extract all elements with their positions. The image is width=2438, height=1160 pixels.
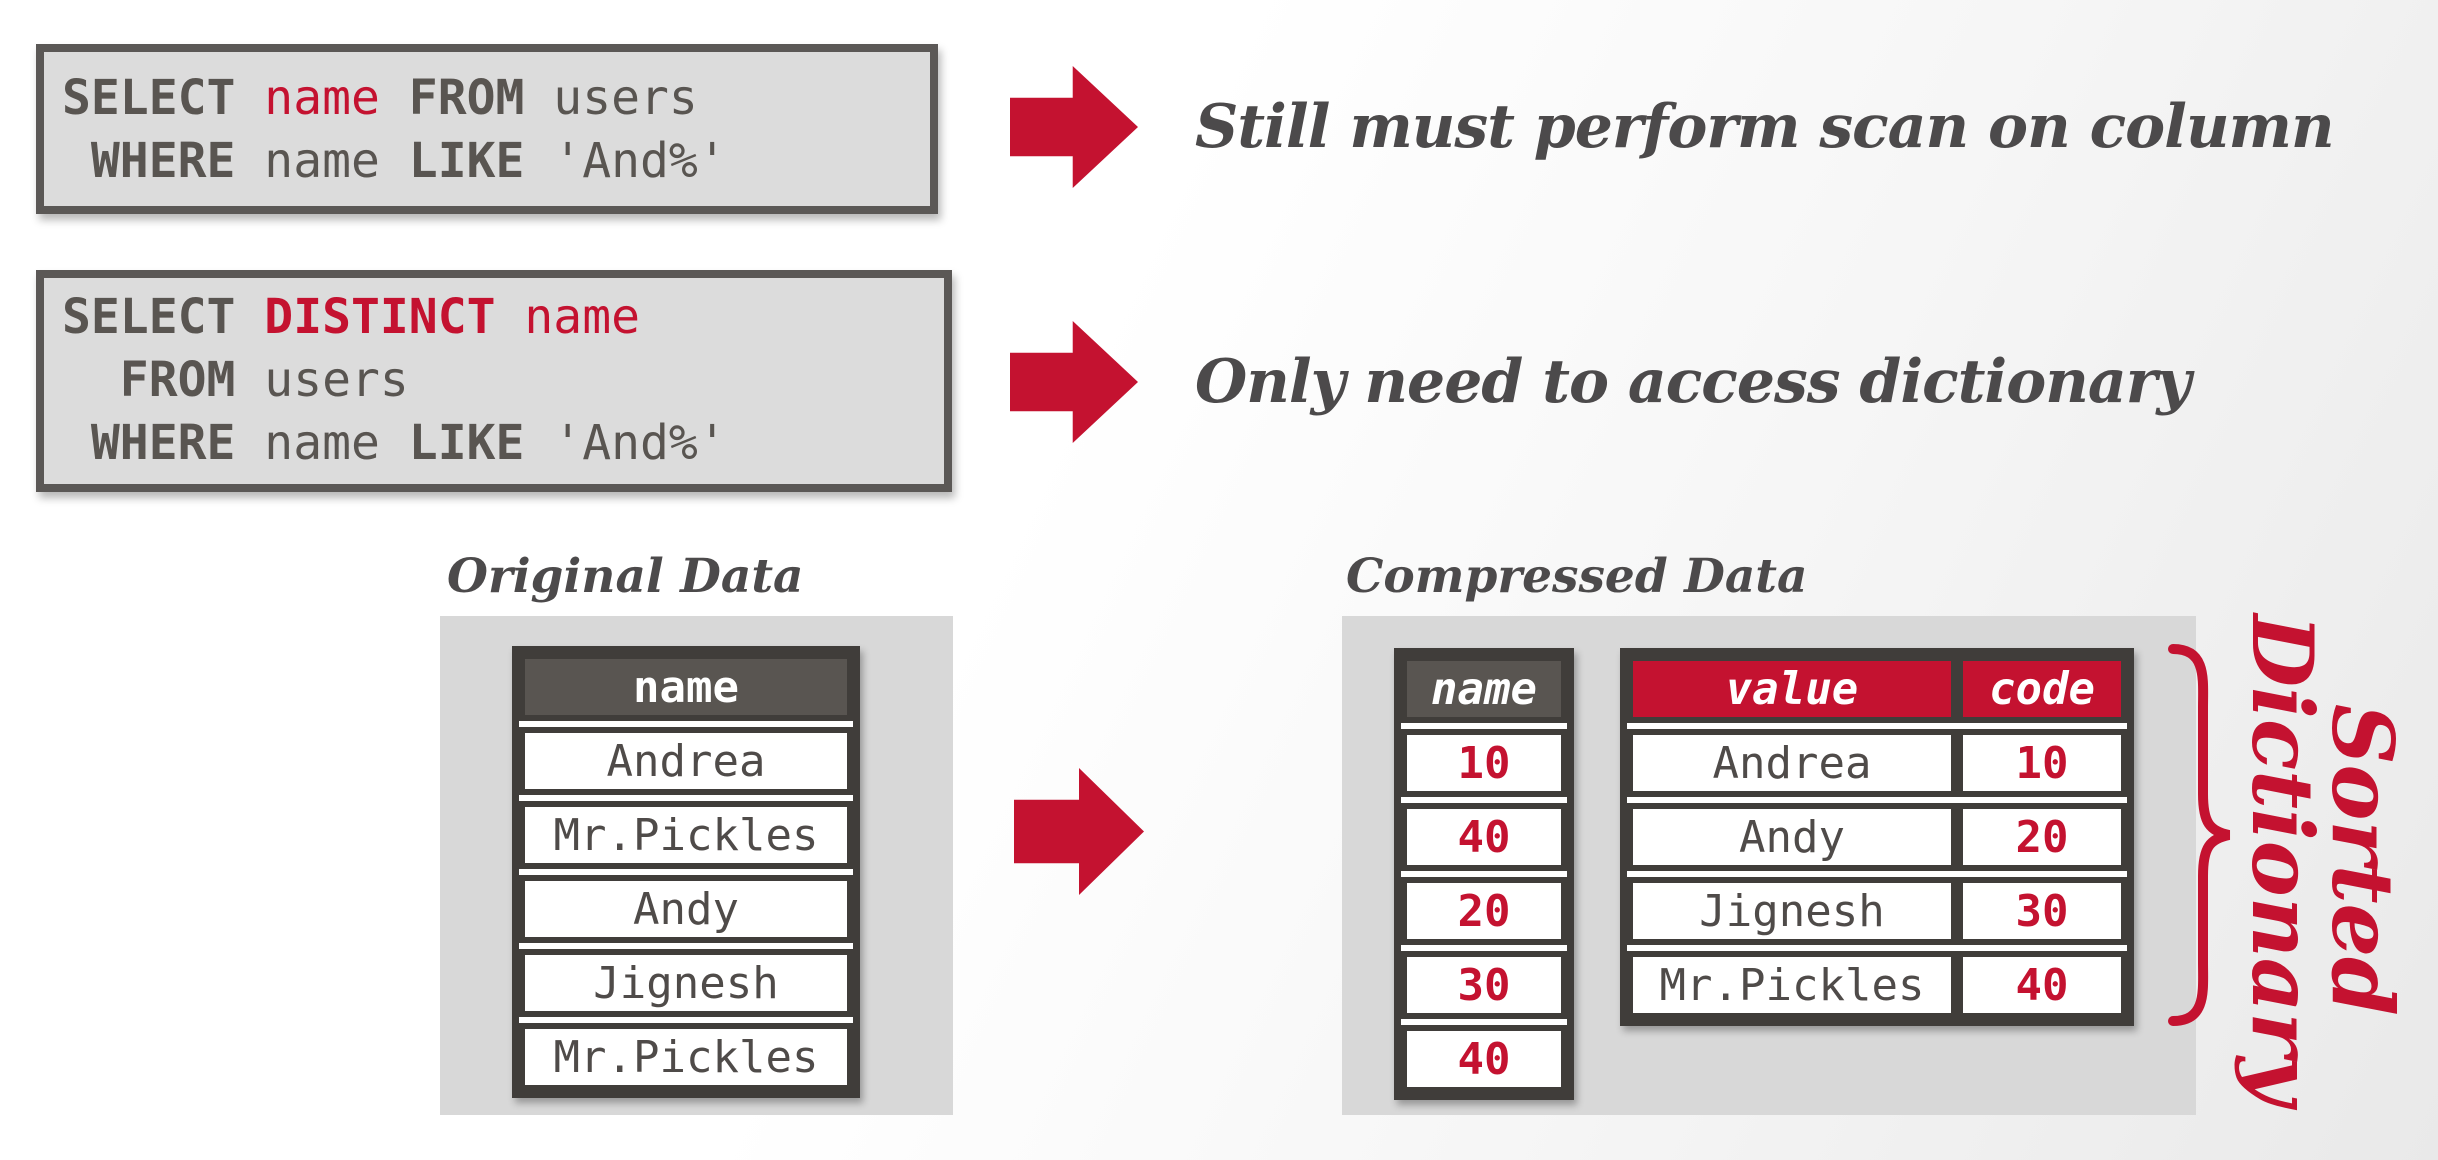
sorted-dictionary-label-line: Dictionary — [2233, 614, 2332, 1106]
code-line: FROM users — [119, 352, 409, 408]
dictionary-note-text: Only need to access dictionary — [1195, 347, 2191, 417]
table-cell: Andy — [519, 875, 853, 943]
table-cell: 40 — [1401, 803, 1567, 871]
table-cell: Andy — [1627, 803, 1957, 871]
table-cell: Jignesh — [1627, 877, 1957, 945]
dictionary-value-header: value — [1627, 655, 1957, 723]
code-line: SELECT DISTINCT name — [62, 289, 640, 345]
table-cell: 20 — [1401, 877, 1567, 945]
dictionary-code-header: code — [1957, 655, 2127, 723]
table-cell: 20 — [1957, 803, 2127, 871]
transform-arrow-icon — [1014, 768, 1144, 895]
table-cell: Andrea — [1627, 729, 1957, 797]
table-cell: Jignesh — [519, 949, 853, 1017]
compressed-data-label: Compressed Data — [1346, 549, 1808, 604]
scan-note-text: Still must perform scan on column — [1195, 92, 2335, 162]
table-cell: Mr.Pickles — [519, 1023, 853, 1091]
table-cell: 10 — [1957, 729, 2127, 797]
table-cell: 40 — [1957, 951, 2127, 1019]
table-cell: 30 — [1401, 951, 1567, 1019]
table-cell: 10 — [1401, 729, 1567, 797]
right-arrow-icon — [1010, 66, 1138, 188]
code-line: WHERE name LIKE 'And%' — [90, 415, 727, 471]
table-cell: 40 — [1401, 1025, 1567, 1093]
original-data-label: Original Data — [447, 549, 804, 604]
compressed-name-header: name — [1401, 655, 1567, 723]
right-arrow-icon — [1010, 321, 1138, 443]
sql-scan-query-box: SELECT name FROM users WHERE name LIKE '… — [36, 44, 938, 214]
dictionary-header-row: value code — [1627, 655, 2127, 723]
brace-icon — [2168, 644, 2231, 1026]
table-cell: Mr.Pickles — [1627, 951, 1957, 1019]
sql-distinct-query-box: SELECT DISTINCT name FROM users WHERE na… — [36, 270, 952, 492]
original-table-header: name — [519, 653, 853, 721]
sql-scan-query-code: SELECT name FROM users WHERE name LIKE '… — [44, 52, 930, 193]
table-cell: Andrea — [519, 727, 853, 795]
sql-distinct-query-code: SELECT DISTINCT name FROM users WHERE na… — [44, 278, 944, 475]
code-line: SELECT name FROM users — [62, 70, 698, 126]
code-line: WHERE name LIKE 'And%' — [90, 133, 727, 189]
sorted-dictionary-label-line: Sorted — [2312, 703, 2412, 1016]
table-cell: Mr.Pickles — [519, 801, 853, 869]
table-cell: 30 — [1957, 877, 2127, 945]
